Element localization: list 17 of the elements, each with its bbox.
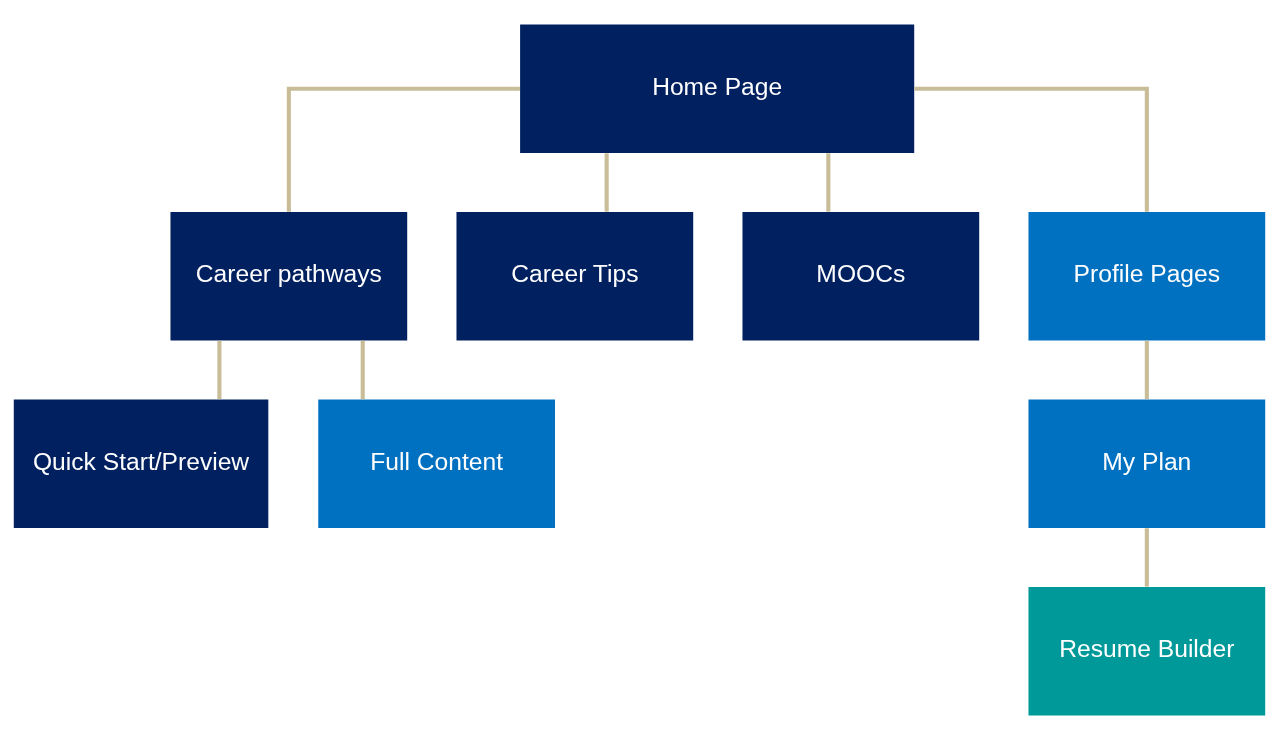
connector (604, 153, 609, 212)
connector (1144, 528, 1149, 587)
node-box: MOOCs (742, 211, 980, 341)
node-box: Home Page (520, 24, 915, 154)
node-box: Career Tips (456, 211, 694, 341)
node-box: Quick Start/Preview (13, 399, 269, 529)
connector (826, 153, 831, 212)
node-box: Full Content (318, 399, 555, 529)
connector (914, 86, 1149, 212)
connector (360, 340, 365, 400)
node-box: Career pathways (170, 211, 408, 341)
connector (217, 340, 222, 400)
connector (286, 86, 520, 212)
node-box: My Plan (1028, 399, 1266, 529)
node-box: Profile Pages (1028, 211, 1266, 341)
node-box: Resume Builder (1028, 586, 1266, 716)
connector (1144, 340, 1149, 400)
